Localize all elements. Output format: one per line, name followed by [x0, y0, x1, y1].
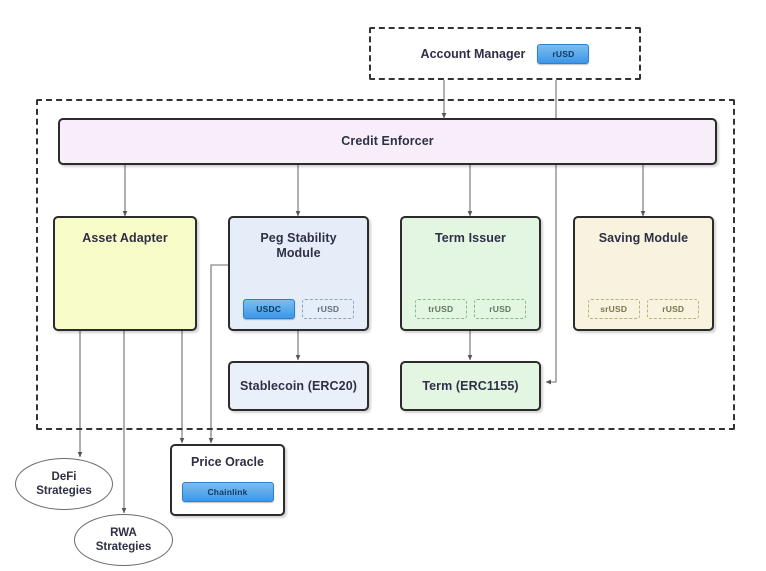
- price-oracle-node[interactable]: Price Oracle Chainlink: [170, 444, 285, 516]
- asset-adapter-node[interactable]: Asset Adapter: [53, 216, 197, 331]
- term-erc1155-node[interactable]: Term (ERC1155): [400, 361, 541, 411]
- token-chip-trusd: trUSD: [414, 299, 467, 319]
- credit-enforcer-node[interactable]: Credit Enforcer: [58, 118, 717, 165]
- term-issuer-tokens: trUSD rUSD: [402, 299, 539, 319]
- stablecoin-erc20-label: Stablecoin (ERC20): [239, 378, 358, 393]
- term-issuer-label: Term Issuer: [434, 231, 507, 245]
- peg-stability-module-label: Peg Stability Module: [260, 231, 337, 260]
- account-manager-label: Account Manager: [420, 46, 526, 61]
- token-chip-rusd: rUSD: [474, 299, 527, 319]
- token-chip-rusd: rUSD: [537, 43, 590, 64]
- defi-strategies-label: DeFi Strategies: [36, 471, 92, 497]
- rwa-strategies-node[interactable]: RWA Strategies: [74, 514, 173, 566]
- chainlink-badge: Chainlink: [181, 482, 274, 502]
- peg-stability-module-node[interactable]: Peg Stability Module USDC rUSD: [228, 216, 369, 331]
- saving-module-label: Saving Module: [598, 231, 689, 245]
- asset-adapter-label: Asset Adapter: [82, 231, 168, 245]
- term-issuer-node[interactable]: Term Issuer trUSD rUSD: [400, 216, 541, 331]
- account-manager-group: Account Manager rUSD: [369, 27, 641, 80]
- protocol-core-group: [36, 99, 735, 430]
- term-erc1155-label: Term (ERC1155): [422, 378, 519, 393]
- token-chip-srusd: srUSD: [587, 299, 640, 319]
- token-chip-rusd: rUSD: [647, 299, 700, 319]
- peg-stability-module-tokens: USDC rUSD: [230, 299, 367, 319]
- defi-strategies-node[interactable]: DeFi Strategies: [15, 458, 113, 510]
- saving-module-tokens: srUSD rUSD: [575, 299, 712, 319]
- credit-enforcer-label: Credit Enforcer: [341, 134, 434, 148]
- stablecoin-erc20-node[interactable]: Stablecoin (ERC20): [228, 361, 369, 411]
- price-oracle-label: Price Oracle: [191, 455, 264, 469]
- token-chip-rusd: rUSD: [302, 299, 355, 319]
- rwa-strategies-label: RWA Strategies: [95, 527, 152, 553]
- token-chip-usdc: USDC: [242, 299, 295, 319]
- saving-module-node[interactable]: Saving Module srUSD rUSD: [573, 216, 714, 331]
